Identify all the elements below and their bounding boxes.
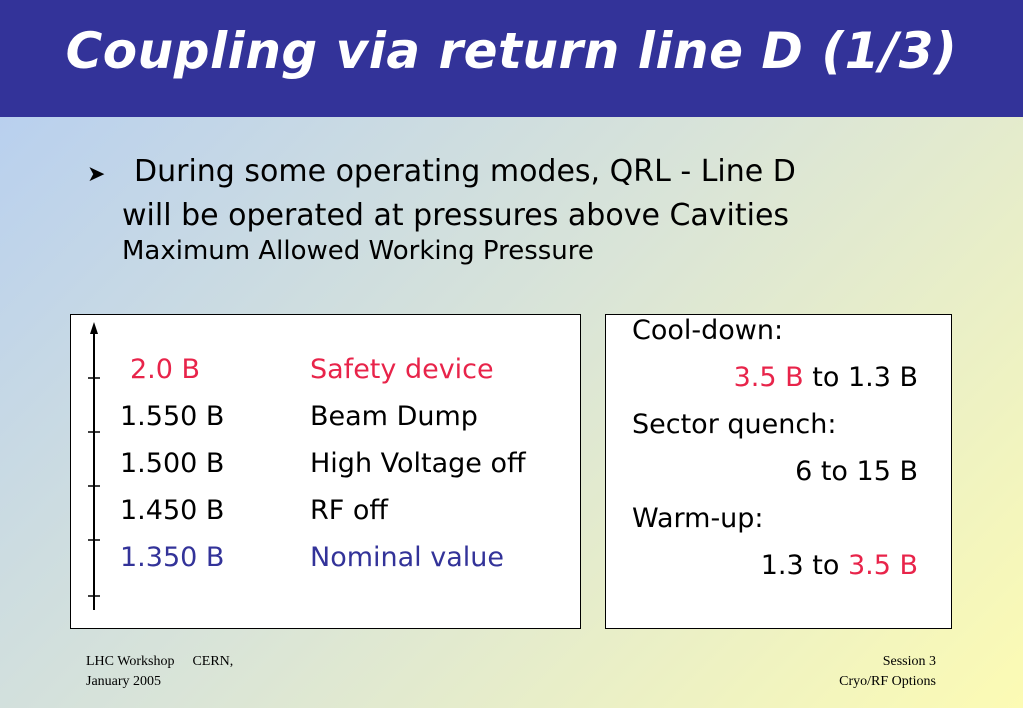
warmup-high: 3.5 B <box>847 550 918 581</box>
level-value-beam-dump: 1.550 B <box>120 401 225 432</box>
warmup-start: 1.3 to <box>760 550 840 581</box>
footer-session: Session 3 <box>882 654 936 669</box>
title-bar <box>0 0 1023 117</box>
warmup-label: Warm-up: <box>632 503 764 534</box>
slide-title: Coupling via return line D (1/3) <box>65 22 958 80</box>
pressure-levels-box <box>70 314 581 629</box>
footer-workshop: LHC Workshop <box>86 654 175 669</box>
bullet-line-3: Maximum Allowed Working Pressure <box>122 236 594 266</box>
level-label-nominal: Nominal value <box>310 542 505 573</box>
bullet-text: During some operating modes, QRL - Line … <box>122 150 922 238</box>
operating-modes-box <box>605 314 952 629</box>
level-value-hv-off: 1.500 B <box>120 448 225 479</box>
level-label-beam-dump: Beam Dump <box>310 401 478 432</box>
bullet-line-1: During some operating modes, QRL - Line … <box>134 154 796 189</box>
cooldown-label: Cool-down: <box>632 315 784 346</box>
footer-left: LHC Workshop CERN, January 2005 <box>86 652 233 692</box>
level-label-safety: Safety device <box>310 354 494 385</box>
footer-place: CERN, <box>192 654 234 669</box>
footer-right: Session 3 Cryo/RF Options <box>839 652 936 692</box>
bullet-line-2: will be operated at pressures above Cavi… <box>122 198 790 233</box>
quench-value: 6 to 15 B <box>795 456 918 487</box>
level-label-rf-off: RF off <box>310 495 388 526</box>
arrow-bullet-icon: ➤ <box>87 162 106 187</box>
quench-label: Sector quench: <box>632 409 837 440</box>
footer-topic: Cryo/RF Options <box>839 674 936 689</box>
cooldown-rest: to 1.3 B <box>812 362 918 393</box>
level-value-safety: 2.0 B <box>130 354 201 385</box>
cooldown-range: 3.5 B to 1.3 B <box>734 362 918 393</box>
level-value-nominal: 1.350 B <box>120 542 225 573</box>
footer-date: January 2005 <box>86 674 162 689</box>
cooldown-high: 3.5 B <box>733 362 804 393</box>
level-value-rf-off: 1.450 B <box>120 495 225 526</box>
pressure-axis <box>88 322 100 610</box>
level-label-hv-off: High Voltage off <box>310 448 526 479</box>
warmup-range: 1.3 to 3.5 B <box>761 550 918 581</box>
